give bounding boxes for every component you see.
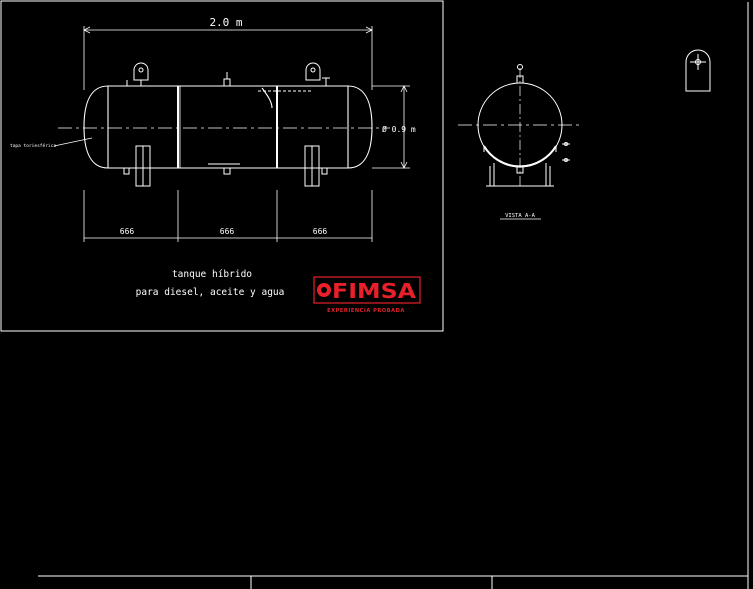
head-type-label: tapa toriesférica xyxy=(10,142,56,149)
drawing-frame xyxy=(0,0,444,332)
overall-length-dimension xyxy=(83,26,373,90)
diameter-label: Ø 0.9 m xyxy=(382,124,416,134)
bottom-nozzle xyxy=(223,167,231,175)
logo-name: FIMSA xyxy=(332,279,417,303)
section-label: VISTA A-A xyxy=(505,213,535,219)
segment-dimensions xyxy=(83,190,373,242)
marker-symbol-icon xyxy=(685,49,711,92)
fimsa-logo: FIMSA EXPERIENCIA PROBADA xyxy=(313,276,421,314)
saddle-support-left xyxy=(123,145,151,187)
section-view-a-a xyxy=(458,64,582,187)
top-nozzle xyxy=(223,72,231,87)
segment-2-label: 666 xyxy=(220,227,235,236)
saddle-support-right xyxy=(304,145,328,187)
diameter-dimension xyxy=(372,85,410,169)
title-line-2: para diesel, aceite y agua xyxy=(136,287,285,298)
lifting-lug-right xyxy=(305,62,330,86)
sheet-border xyxy=(38,2,749,589)
segment-1-label: 666 xyxy=(120,227,135,236)
title-line-1: tanque híbrido xyxy=(172,269,252,280)
tank-side-view xyxy=(58,85,390,169)
head-leader-line xyxy=(53,137,93,147)
overall-length-label: 2.0 m xyxy=(209,16,242,29)
segment-3-label: 666 xyxy=(313,227,328,236)
lifting-lug-left xyxy=(126,62,149,86)
logo-tagline: EXPERIENCIA PROBADA xyxy=(327,308,405,314)
